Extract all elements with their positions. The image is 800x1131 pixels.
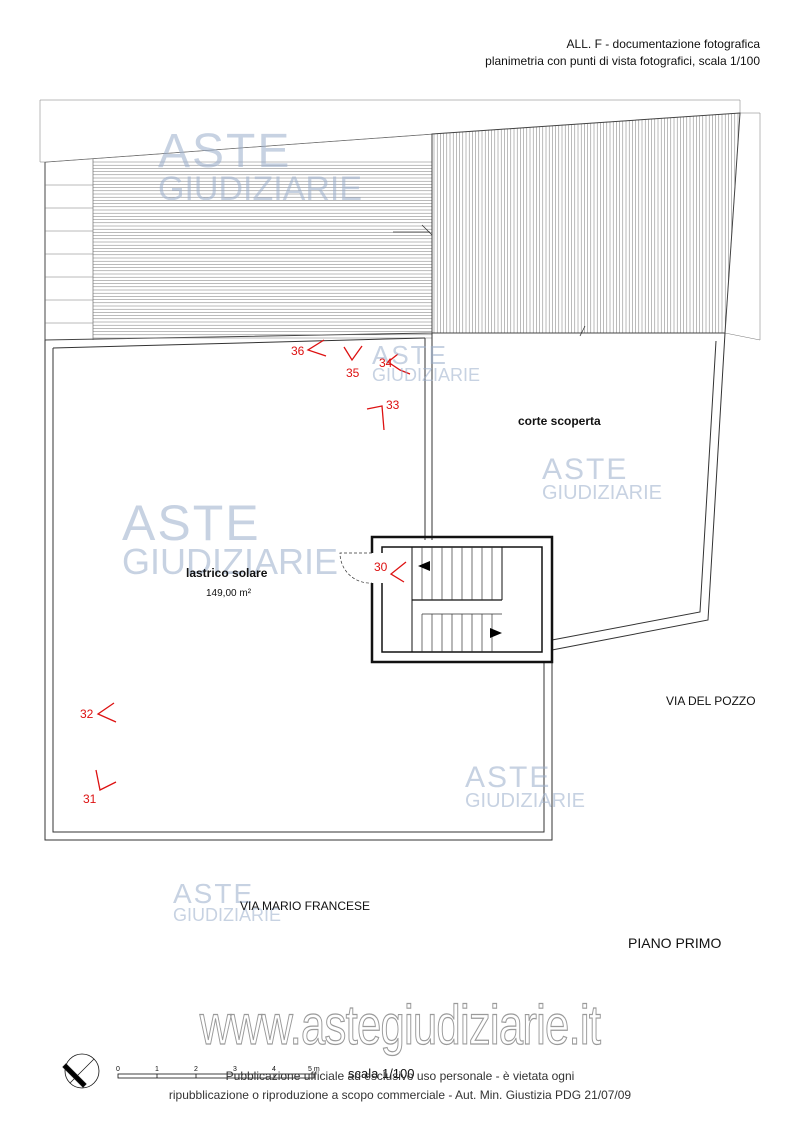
watermark-logo: ASTE GIUDIZIARIE — [158, 125, 363, 208]
watermark-logo: ASTE GIUDIZIARIE — [372, 340, 481, 385]
view-point-number: 36 — [291, 344, 305, 358]
scale-tick-4: 4 — [272, 1066, 276, 1073]
view-point-markers — [95, 339, 411, 791]
scale-tick-3: 3 — [233, 1066, 237, 1073]
street-label-francese: VIA MARIO FRANCESE — [240, 899, 371, 913]
watermark-logo: ASTE GIUDIZIARIE — [122, 495, 339, 582]
scale-bar — [117, 1073, 315, 1079]
view-point-number: 30 — [374, 560, 388, 574]
scale-ticks: 0 1 2 3 4 5 m — [116, 1066, 320, 1073]
roof-hatch-right — [433, 112, 761, 341]
footer-line-1: Pubblicazione ufficiale ad esclusivo uso… — [225, 1069, 575, 1083]
view-point-number: 31 — [83, 792, 97, 806]
view-point-number: 35 — [346, 366, 360, 380]
header-subtitle: planimetria con punti di vista fotografi… — [485, 54, 760, 68]
stair-arrow-down — [490, 628, 502, 638]
header-title: ALL. F - documentazione fotografica — [566, 37, 760, 51]
watermark-logo: ASTE GIUDIZIARIE — [173, 878, 282, 925]
view-point-number: 33 — [386, 398, 400, 412]
watermark-logo: ASTE GIUDIZIARIE — [465, 761, 586, 812]
footer-line-2: ripubblicazione o riproduzione a scopo c… — [168, 1088, 632, 1102]
scale-tick-2: 2 — [194, 1066, 198, 1073]
plan-walls — [44, 332, 726, 841]
stair-arrow-up — [418, 561, 430, 571]
scale-tick-0: 0 — [116, 1066, 120, 1073]
street-label-pozzo: VIA DEL POZZO — [666, 694, 756, 708]
watermark-url: www.astegiudiziarie.it — [199, 992, 601, 1056]
stair-treads — [421, 547, 502, 652]
room-label-corte: corte scoperta — [518, 414, 601, 428]
scale-tick-5: 5 m — [308, 1066, 320, 1073]
floor-label: PIANO PRIMO — [628, 935, 722, 951]
stairwell — [339, 535, 554, 664]
north-arrow — [62, 1053, 100, 1089]
view-point-number: 34 — [379, 356, 393, 370]
room-area-lastrico: 149,00 m² — [206, 588, 252, 599]
view-point-number: 32 — [80, 707, 94, 721]
watermark-logo: ASTE GIUDIZIARIE — [542, 453, 663, 504]
scale-tick-1: 1 — [155, 1066, 159, 1073]
room-label-lastrico: lastrico solare — [186, 566, 268, 580]
roof-right-outline — [431, 112, 741, 334]
scale-label: scala 1/100 — [348, 1066, 415, 1081]
roof-hatch-lines — [39, 99, 741, 339]
